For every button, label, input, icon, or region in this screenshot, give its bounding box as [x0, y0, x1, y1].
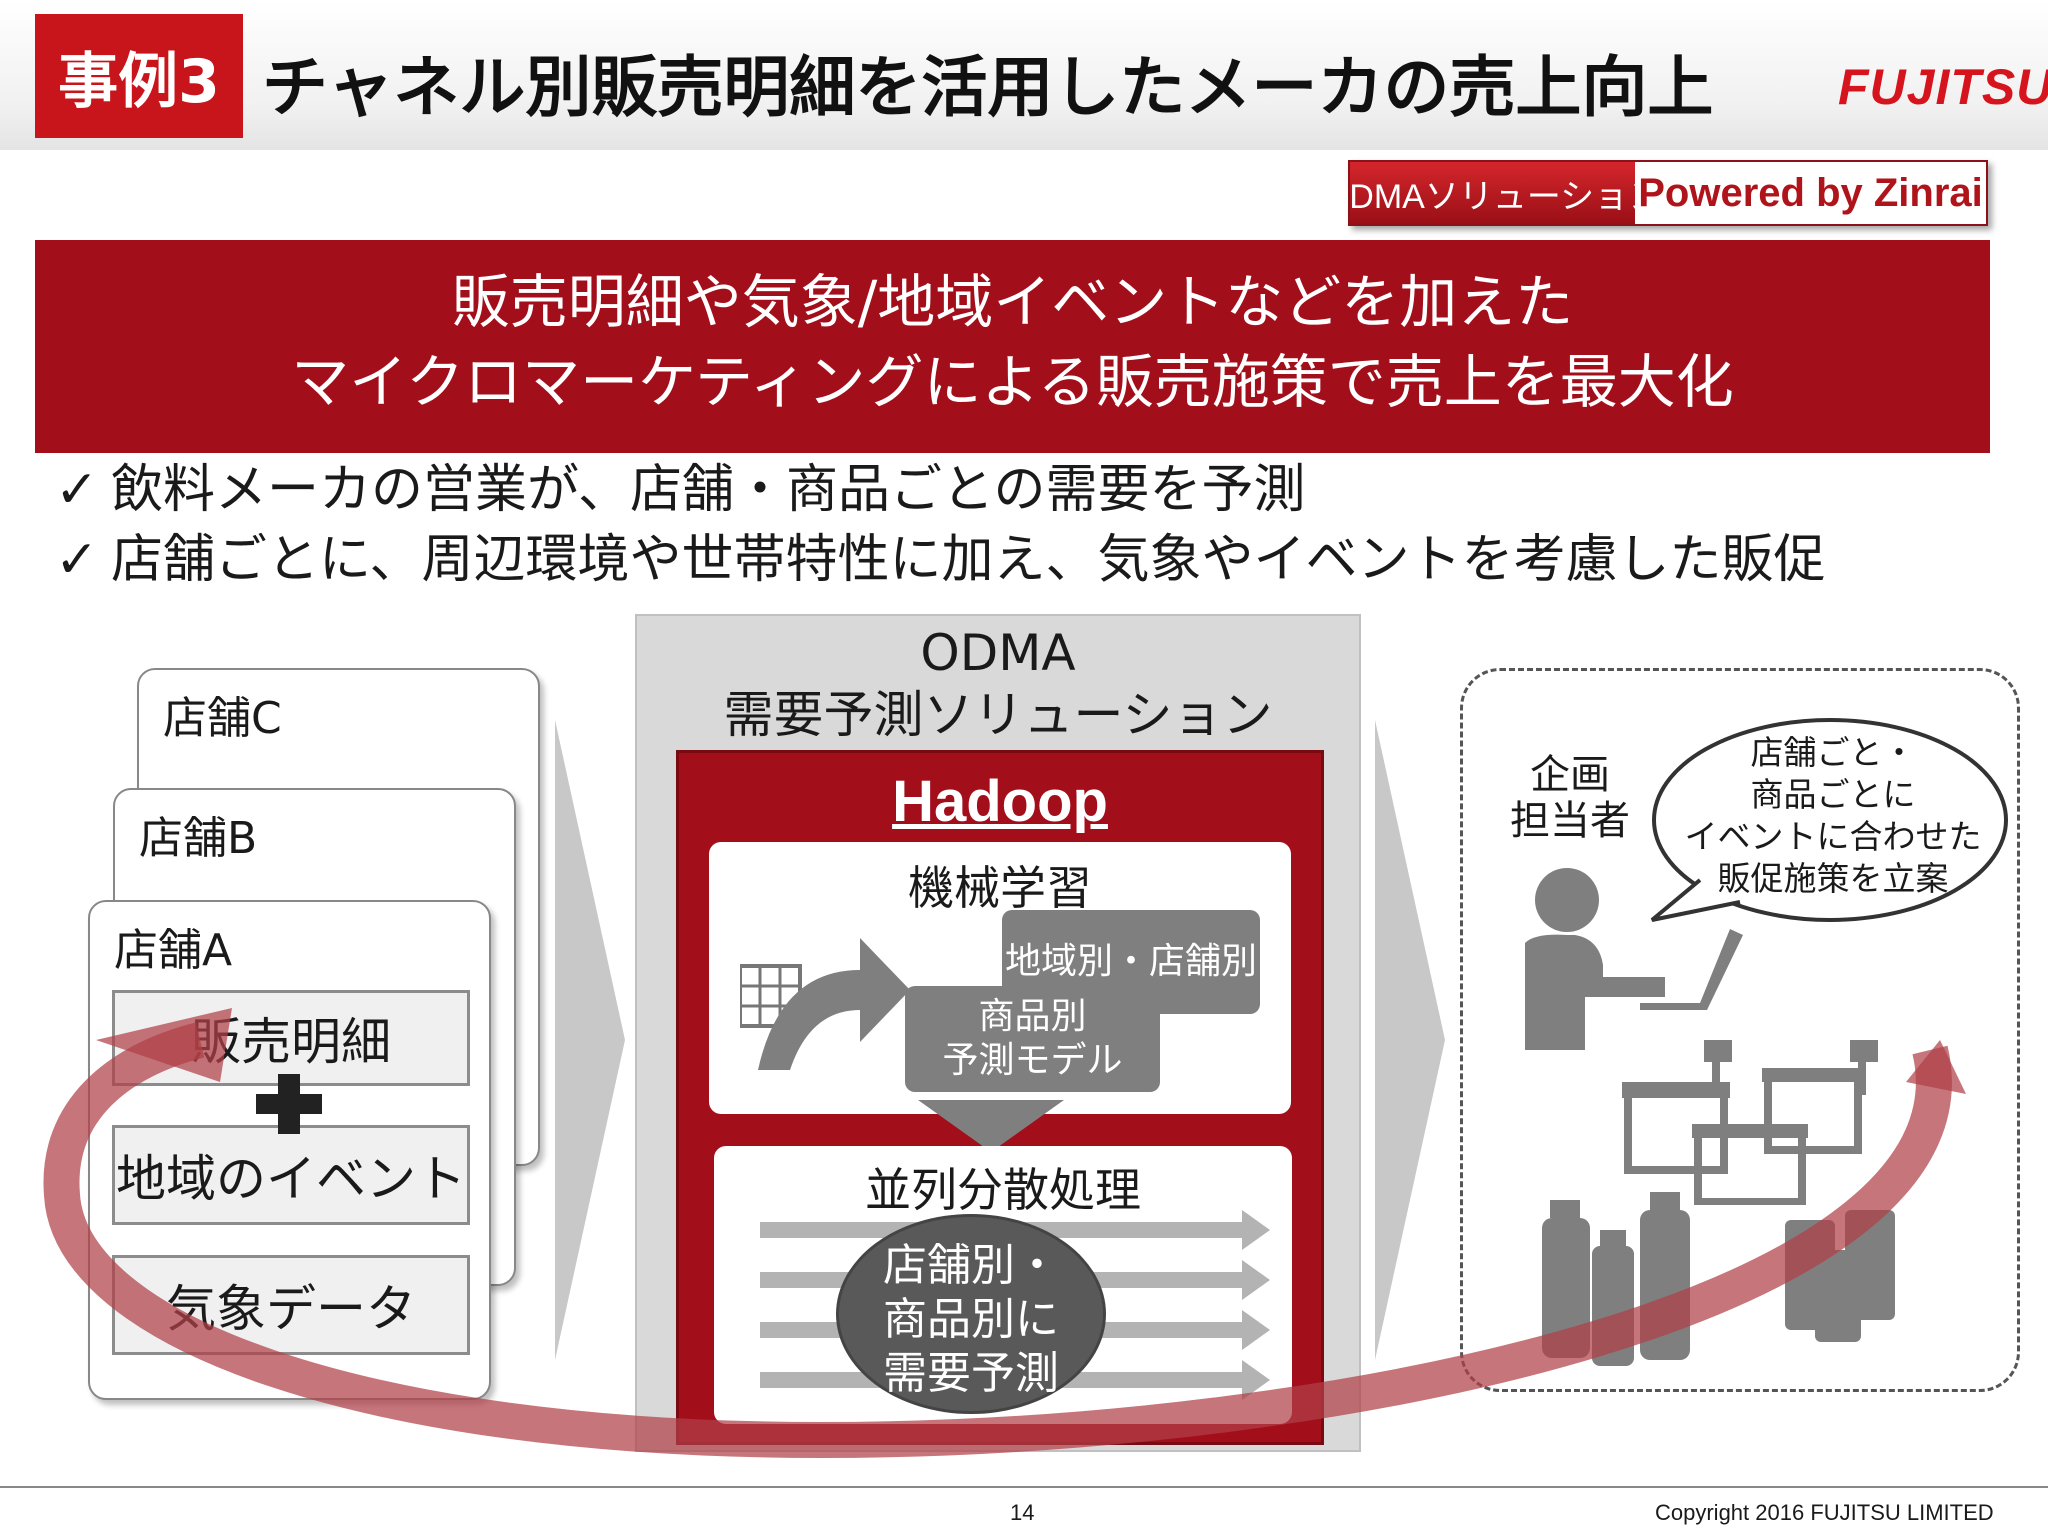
- machine-learning-title: 機械学習: [908, 861, 1092, 915]
- store-label-b: 店舗B: [139, 813, 258, 864]
- check-icon: ✓: [55, 530, 99, 590]
- chevron-right-icon: [555, 720, 625, 1360]
- check-list: ✓ 飲料メーカの営業が、店舗・商品ごとの需要を予測 ✓ 店舗ごとに、周辺環境や世…: [55, 455, 1825, 595]
- speech-bubble-icon: [1650, 718, 2008, 922]
- bubble-line-3: イベントに合わせた: [1684, 817, 1982, 856]
- person-at-laptop-icon: [1525, 868, 1743, 1050]
- card-model-line-1: 商品別: [978, 996, 1087, 1037]
- headline-banner: 販売明細や気象/地域イベントなどを加えた マイクロマーケティングによる販売施策で…: [35, 240, 1990, 453]
- planner-line-2: 担当者: [1510, 798, 1630, 844]
- store-label-c: 店舗C: [163, 693, 282, 744]
- planner-line-1: 企画: [1530, 752, 1610, 798]
- tag-powered-by: Powered by Zinrai: [1635, 162, 1986, 224]
- odma-title-line-1: ODMA: [920, 624, 1076, 682]
- bubble-text: 店舗ごと・ 商品ごとに イベントに合わせた 販促施策を立案: [1663, 732, 2003, 900]
- data-weather: 気象データ: [112, 1255, 470, 1355]
- hadoop-label: Hadoop: [892, 769, 1108, 834]
- demand-forecast-oval: 店舗別・ 商品別に 需要予測: [836, 1214, 1106, 1414]
- page-title: チャネル別販売明細を活用したメーカの売上向上: [262, 49, 1714, 126]
- oval-line-1: 店舗別・: [883, 1240, 1059, 1291]
- case-badge: 事例3: [35, 14, 243, 138]
- oval-line-2: 商品別に: [883, 1294, 1059, 1345]
- store-label-a: 店舗A: [114, 925, 233, 976]
- footer-line: [0, 1486, 2048, 1488]
- data-local-events: 地域のイベント: [112, 1125, 470, 1225]
- bubble-line-1: 店舗ごと・: [1750, 733, 1916, 772]
- tag-odma-solution: ODMAソリューション: [1323, 162, 1662, 224]
- banner-line-2: マイクロマーケティングによる販売施策で売上を最大化: [291, 348, 1734, 416]
- bubble-line-4: 販促施策を立案: [1717, 859, 1949, 898]
- chevron-right-icon: [1375, 720, 1445, 1360]
- cans-icon: [1785, 1210, 1895, 1342]
- odma-title: ODMA 需要予測ソリューション: [635, 622, 1361, 746]
- data-to-model-arrow-icon: [740, 938, 910, 1070]
- banner-line-1: 販売明細や気象/地域イベントなどを加えた: [451, 268, 1574, 336]
- header-band: [0, 0, 2048, 150]
- odma-tag: ODMAソリューション Powered by Zinrai: [1323, 160, 1988, 226]
- check-item: ✓ 飲料メーカの営業が、店舗・商品ごとの需要を予測: [55, 455, 1825, 525]
- card-product-model: 商品別 予測モデル: [905, 986, 1160, 1092]
- check-text: 店舗ごとに、周辺環境や世帯特性に加え、気象やイベントを考慮した販促: [111, 530, 1826, 590]
- bubble-line-2: 商品ごとに: [1750, 775, 1916, 814]
- fujitsu-logo: FUJITSU: [1838, 59, 2048, 115]
- down-arrow-icon: [918, 1100, 1064, 1152]
- check-icon: ✓: [55, 460, 99, 520]
- plus-icon: [256, 1074, 322, 1134]
- planner-label: 企画 担当者: [1510, 752, 1630, 844]
- odma-title-line-2: 需要予測ソリューション: [723, 686, 1273, 744]
- copyright: Copyright 2016 FUJITSU LIMITED: [1655, 1500, 1994, 1525]
- card-model-line-2: 予測モデル: [942, 1040, 1123, 1081]
- data-sales-detail: 販売明細: [112, 990, 470, 1086]
- page-number: 14: [1010, 1500, 1035, 1525]
- check-text: 飲料メーカの営業が、店舗・商品ごとの需要を予測: [111, 460, 1306, 520]
- bottles-icon: [1542, 1192, 1690, 1366]
- check-item: ✓ 店舗ごとに、周辺環境や世帯特性に加え、気象やイベントを考慮した販促: [55, 525, 1825, 595]
- oval-line-3: 需要予測: [883, 1348, 1059, 1399]
